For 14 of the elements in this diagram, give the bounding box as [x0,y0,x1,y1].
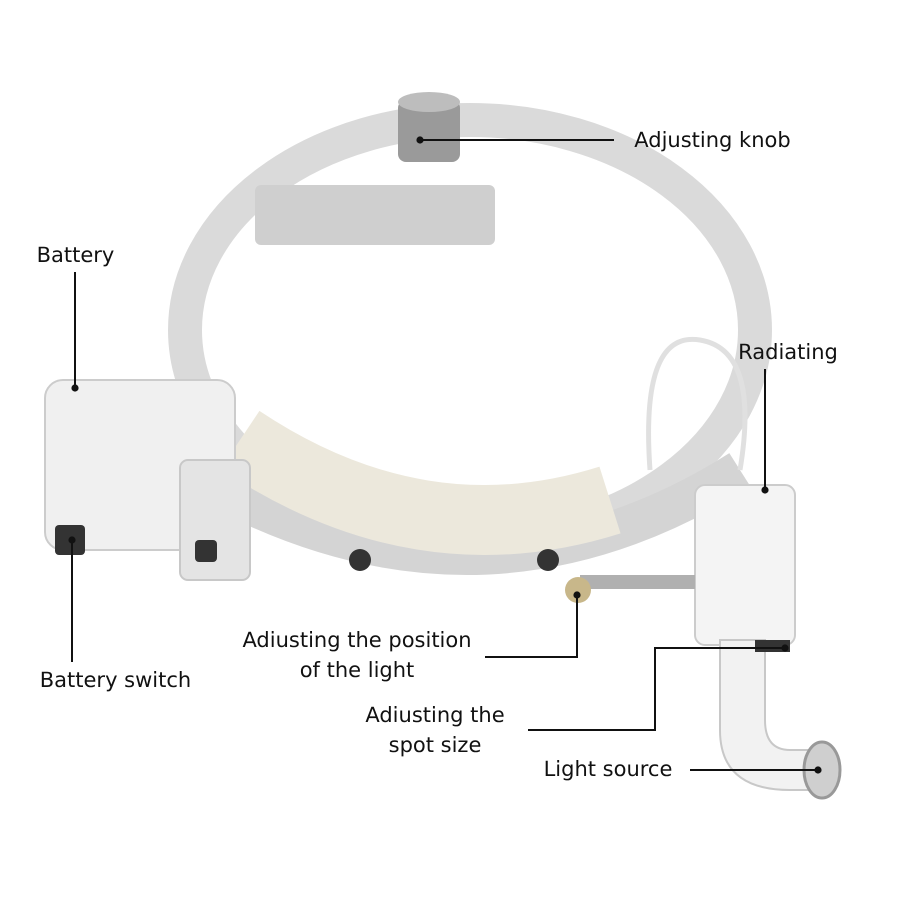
callout-label: Radiating [728,337,848,367]
callout-label: Battery [28,240,123,270]
leader-line [528,644,789,731]
leader-line [690,766,822,774]
callout-label: Adjusting knob [620,125,805,155]
callout-label: Adiusting the position of the light [232,625,482,685]
leader-line [416,136,614,144]
callout-label: Adiusting the spot size [345,700,525,760]
leader-line [761,369,769,494]
callout-label: Battery switch [28,665,203,695]
leader-line [485,591,581,658]
callout-label: Light source [532,754,684,784]
leader-line [68,536,76,662]
leader-line [71,272,79,392]
